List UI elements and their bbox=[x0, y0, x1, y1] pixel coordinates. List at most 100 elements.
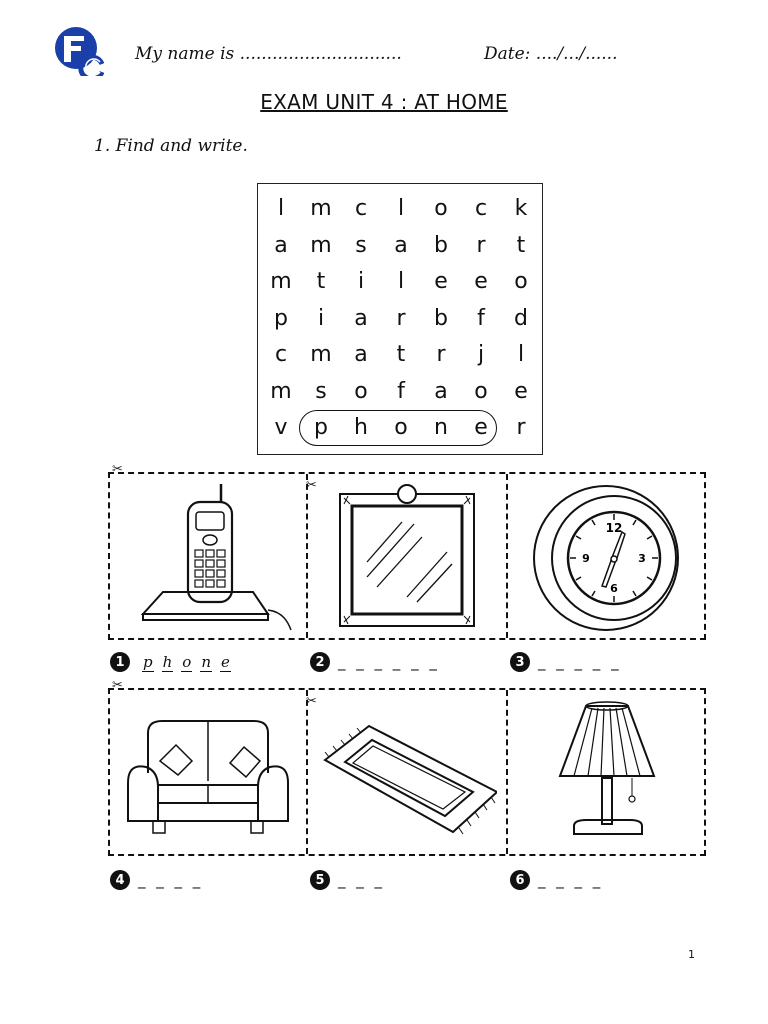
grid-letter[interactable]: f bbox=[477, 305, 485, 331]
grid-letter[interactable]: a bbox=[394, 232, 408, 258]
clock-number-3: 3 bbox=[638, 552, 646, 565]
grid-letter[interactable]: p bbox=[274, 305, 288, 331]
grid-letter[interactable]: c bbox=[354, 196, 368, 221]
item-number: 4 bbox=[110, 870, 130, 890]
grid-letter[interactable]: a bbox=[354, 342, 368, 367]
answer-blanks[interactable]: _ _ _ _ _ _ bbox=[338, 653, 440, 671]
item-number: 2 bbox=[310, 652, 330, 672]
answer-blanks[interactable]: _ _ _ _ bbox=[138, 871, 204, 889]
picture-row-1: 12 3 6 9 bbox=[108, 472, 706, 640]
grid-letter[interactable]: b bbox=[434, 305, 448, 331]
grid-letter[interactable]: c bbox=[274, 342, 288, 367]
answer-blanks[interactable]: _ _ _ _ _ bbox=[538, 653, 622, 671]
grid-letter[interactable]: m bbox=[310, 232, 332, 258]
card-divider bbox=[306, 690, 308, 854]
answer-item-5: 5 _ _ _ bbox=[310, 870, 385, 890]
item-number: 6 bbox=[510, 870, 530, 890]
grid-letter[interactable]: s bbox=[355, 232, 367, 258]
clock-icon: 12 3 6 9 bbox=[508, 478, 704, 636]
grid-letter[interactable]: v bbox=[274, 415, 288, 440]
grid-letter[interactable]: r bbox=[396, 305, 406, 331]
answer-blanks[interactable]: _ _ _ _ bbox=[538, 871, 604, 889]
grid-letter[interactable]: o bbox=[394, 415, 408, 440]
clock-number-6: 6 bbox=[610, 582, 618, 595]
date-line: Date: ..../.../...... bbox=[484, 44, 618, 64]
grid-letter[interactable]: r bbox=[476, 232, 486, 258]
mirror-icon bbox=[308, 478, 506, 636]
school-logo bbox=[54, 26, 105, 82]
grid-letter[interactable]: a bbox=[274, 232, 288, 258]
answer-blanks[interactable]: _ _ _ bbox=[338, 871, 386, 889]
page-title: EXAM UNIT 4 : AT HOME bbox=[260, 90, 508, 114]
answer-item-2: 2 _ _ _ _ _ _ bbox=[310, 652, 440, 672]
grid-letter[interactable]: s bbox=[315, 378, 327, 404]
grid-letter[interactable]: d bbox=[514, 305, 528, 331]
grid-letter[interactable]: t bbox=[316, 269, 326, 294]
scissors-icon: ✂ bbox=[306, 478, 317, 493]
picture-row-2 bbox=[108, 688, 706, 856]
grid-letter[interactable]: r bbox=[516, 415, 526, 440]
grid-letter[interactable]: h bbox=[354, 415, 368, 440]
grid-letter[interactable]: t bbox=[396, 342, 406, 367]
clock-number-12: 12 bbox=[606, 521, 623, 535]
card-divider bbox=[506, 474, 508, 638]
answer-item-6: 6 _ _ _ _ bbox=[510, 870, 603, 890]
scissors-icon: ✂ bbox=[112, 462, 123, 477]
scissors-icon: ✂ bbox=[112, 678, 123, 693]
grid-letter[interactable]: p bbox=[314, 415, 328, 440]
lamp-icon bbox=[508, 694, 704, 852]
grid-letter[interactable]: l bbox=[397, 196, 405, 221]
grid-letter[interactable]: e bbox=[474, 415, 488, 440]
item-number: 1 bbox=[110, 652, 130, 672]
grid-letter[interactable]: n bbox=[434, 415, 448, 440]
answer-letter: h bbox=[161, 652, 174, 672]
rug-icon bbox=[308, 694, 506, 852]
grid-letter[interactable]: o bbox=[354, 378, 368, 404]
grid-letter[interactable]: o bbox=[474, 378, 488, 404]
grid-letter[interactable]: k bbox=[514, 196, 528, 221]
grid-letter[interactable]: c bbox=[474, 196, 488, 221]
grid-letter[interactable]: t bbox=[516, 232, 526, 258]
answer-letter: e bbox=[219, 652, 231, 672]
answer-letter: o bbox=[181, 652, 193, 672]
item-number: 3 bbox=[510, 652, 530, 672]
scissors-icon: ✂ bbox=[306, 694, 317, 709]
grid-letter[interactable]: m bbox=[310, 196, 332, 221]
grid-letter[interactable]: j bbox=[477, 342, 485, 367]
grid-letter[interactable]: o bbox=[434, 196, 448, 221]
answer-letter: n bbox=[200, 652, 212, 672]
grid-letter[interactable]: e bbox=[434, 269, 448, 294]
grid-letter[interactable]: e bbox=[474, 269, 488, 294]
grid-letter[interactable]: m bbox=[270, 269, 292, 294]
grid-letter[interactable]: l bbox=[517, 342, 525, 367]
grid-letter[interactable]: o bbox=[514, 269, 528, 294]
grid-letter[interactable]: i bbox=[357, 269, 365, 294]
grid-letter[interactable]: a bbox=[434, 378, 448, 404]
grid-letter[interactable]: b bbox=[434, 232, 448, 258]
phone-icon bbox=[110, 478, 306, 636]
name-line: My name is .............................… bbox=[135, 44, 402, 64]
page-number: 1 bbox=[688, 948, 695, 961]
answer-item-4: 4 _ _ _ _ bbox=[110, 870, 203, 890]
card-divider bbox=[506, 690, 508, 854]
grid-letter[interactable]: r bbox=[436, 342, 446, 367]
grid-letter[interactable]: m bbox=[270, 378, 292, 404]
item-number: 5 bbox=[310, 870, 330, 890]
sofa-icon bbox=[110, 694, 306, 852]
answer-letter: p bbox=[142, 652, 154, 672]
grid-letter[interactable]: l bbox=[397, 269, 405, 294]
clock-number-9: 9 bbox=[582, 552, 590, 565]
circled-word-oval bbox=[299, 410, 497, 446]
grid-letter[interactable]: e bbox=[514, 378, 528, 404]
card-divider bbox=[306, 474, 308, 638]
grid-letter[interactable]: m bbox=[310, 342, 332, 367]
instruction: 1. Find and write. bbox=[94, 136, 248, 156]
grid-letter[interactable]: l bbox=[277, 196, 285, 221]
grid-letter[interactable]: i bbox=[317, 305, 325, 331]
answer-item-3: 3 _ _ _ _ _ bbox=[510, 652, 622, 672]
grid-letter[interactable]: a bbox=[354, 305, 368, 331]
grid-letter[interactable]: f bbox=[397, 378, 405, 404]
